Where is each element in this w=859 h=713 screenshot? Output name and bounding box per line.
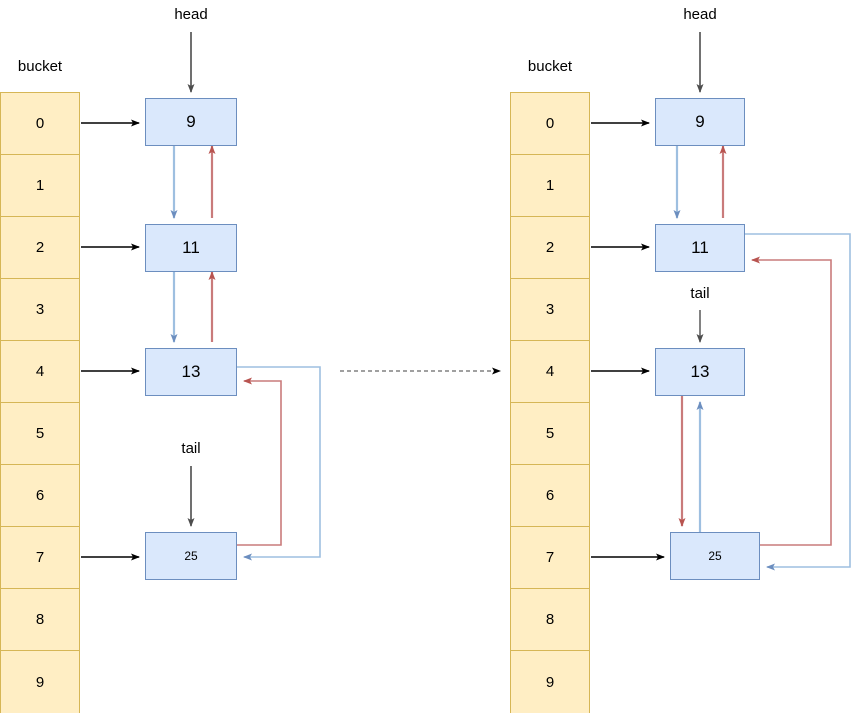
bucket-cell[interactable]: 0 xyxy=(511,93,589,155)
bucket-cell[interactable]: 0 xyxy=(1,93,79,155)
bucket-cell[interactable]: 1 xyxy=(1,155,79,217)
head-label-right: head xyxy=(683,6,717,23)
bucket-cell[interactable]: 5 xyxy=(1,403,79,465)
bucket-cell[interactable]: 4 xyxy=(1,341,79,403)
left-next-pointers xyxy=(170,146,321,561)
bucket-cell[interactable]: 6 xyxy=(1,465,79,527)
bucket-header-left: bucket xyxy=(17,58,63,75)
node-box[interactable]: 25 xyxy=(145,532,237,580)
node-box[interactable]: 11 xyxy=(145,224,237,272)
bucket-header-right: bucket xyxy=(527,58,573,75)
bucket-table-left: 0 1 2 3 4 5 6 7 8 9 xyxy=(0,92,80,713)
right-next-pointers xyxy=(673,146,851,571)
bucket-cell[interactable]: 5 xyxy=(511,403,589,465)
bucket-cell[interactable]: 2 xyxy=(511,217,589,279)
bucket-cell[interactable]: 9 xyxy=(511,651,589,713)
bucket-cell[interactable]: 4 xyxy=(511,341,589,403)
bucket-cell[interactable]: 8 xyxy=(1,589,79,651)
tail-label-left: tail xyxy=(181,440,201,457)
bucket-cell[interactable]: 7 xyxy=(511,527,589,589)
node-box[interactable]: 25 xyxy=(670,532,760,580)
node-box[interactable]: 13 xyxy=(145,348,237,396)
bucket-cell[interactable]: 3 xyxy=(511,279,589,341)
left-prev-pointers xyxy=(208,145,282,546)
tail-label-right: tail xyxy=(690,285,710,302)
node-box[interactable]: 9 xyxy=(655,98,745,146)
node-box[interactable]: 13 xyxy=(655,348,745,396)
bucket-cell[interactable]: 2 xyxy=(1,217,79,279)
bucket-cell[interactable]: 1 xyxy=(511,155,589,217)
bucket-cell[interactable]: 6 xyxy=(511,465,589,527)
bucket-cell[interactable]: 7 xyxy=(1,527,79,589)
bucket-table-right: 0 1 2 3 4 5 6 7 8 9 xyxy=(510,92,590,713)
head-label-left: head xyxy=(174,6,208,23)
bucket-cell[interactable]: 3 xyxy=(1,279,79,341)
right-bucket-arrows xyxy=(591,119,665,561)
node-box[interactable]: 9 xyxy=(145,98,237,146)
bucket-cell[interactable]: 8 xyxy=(511,589,589,651)
right-prev-pointers xyxy=(678,145,832,546)
node-box[interactable]: 11 xyxy=(655,224,745,272)
bucket-cell[interactable]: 9 xyxy=(1,651,79,713)
left-bucket-arrows xyxy=(81,119,140,561)
